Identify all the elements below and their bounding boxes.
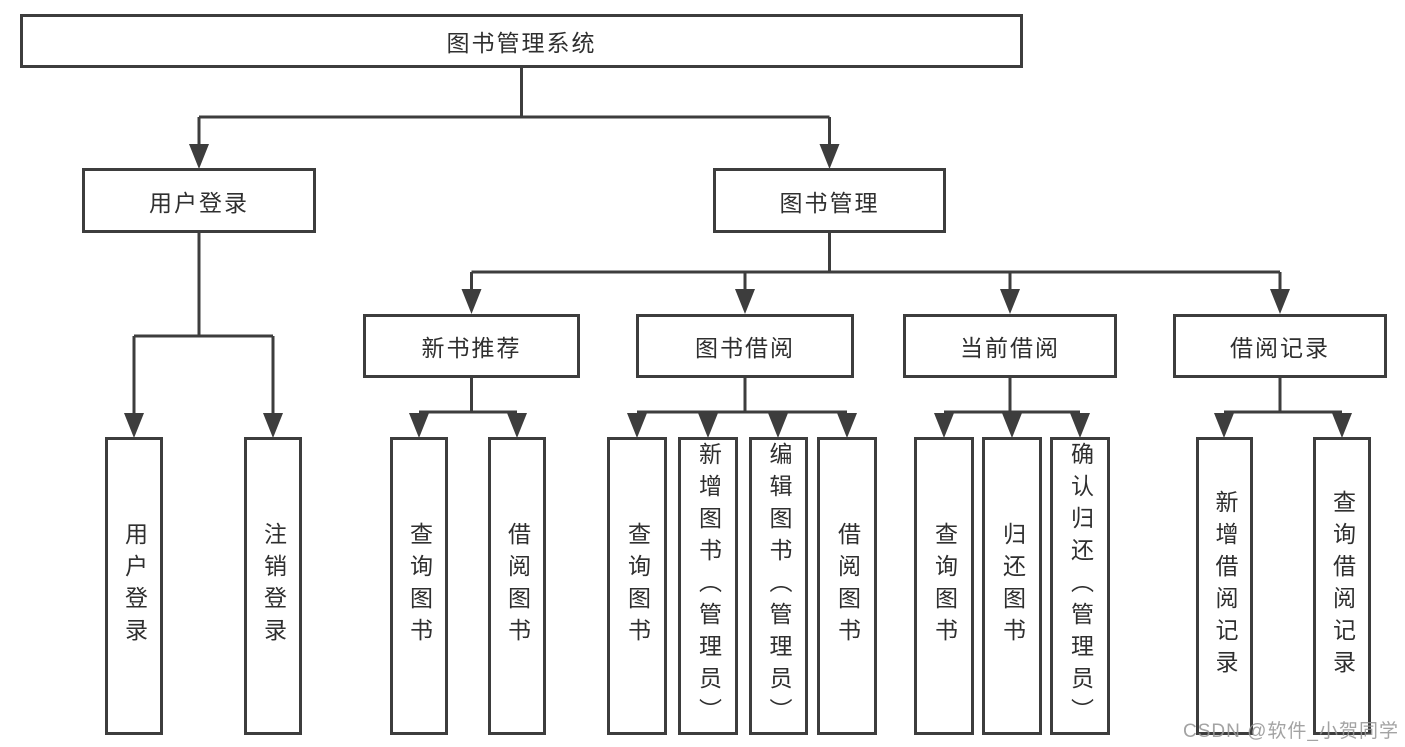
arrowhead	[1214, 413, 1234, 438]
node-logout: 注销登录	[244, 437, 302, 735]
arrowhead	[735, 289, 755, 314]
node-query-books-2: 查询图书	[607, 437, 667, 735]
arrowhead	[263, 413, 283, 438]
arrowhead	[461, 289, 482, 314]
arrowhead	[837, 413, 857, 438]
arrowhead	[768, 413, 788, 438]
arrowhead	[819, 144, 840, 169]
node-library-system: 图书管理系统	[20, 14, 1023, 68]
edge-book-management-to-level3	[470, 233, 1282, 290]
node-borrow-books-2: 借阅图书	[817, 437, 877, 735]
edge-borrowing-records-to-children	[1224, 378, 1342, 414]
node-book-borrowing: 图书借阅	[636, 314, 854, 378]
edge-book-borrowing-to-children	[637, 378, 847, 414]
edge-current-borrowing-to-children	[944, 378, 1080, 414]
node-new-book-recommend: 新书推荐	[363, 314, 580, 378]
edge-root-to-level2	[197, 68, 831, 146]
node-return-books: 归还图书	[982, 437, 1042, 735]
node-query-borrow-record: 查询借阅记录	[1313, 437, 1371, 735]
node-add-borrow-record: 新增借阅记录	[1196, 437, 1253, 735]
node-confirm-return-admin: 确认归还（管理员）	[1050, 437, 1110, 735]
arrowhead	[627, 413, 647, 438]
csdn-watermark: CSDN @软件_小贺同学	[1183, 721, 1399, 742]
node-user-login-branch: 用户登录	[82, 168, 316, 233]
arrowhead	[1002, 413, 1022, 438]
arrowhead	[1270, 289, 1290, 314]
node-add-book-admin: 新增图书（管理员）	[678, 437, 738, 735]
node-user-login: 用户登录	[105, 437, 163, 735]
node-edit-book-admin: 编辑图书（管理员）	[749, 437, 808, 735]
arrowhead	[189, 144, 209, 169]
arrowhead	[934, 413, 954, 438]
node-book-management: 图书管理	[713, 168, 946, 233]
arrowhead	[409, 413, 429, 438]
arrowhead	[124, 413, 144, 438]
arrowhead	[698, 413, 718, 438]
arrowhead	[1332, 413, 1352, 438]
arrowhead	[1070, 413, 1090, 438]
edge-new-book-to-children	[419, 378, 517, 414]
node-borrow-books-1: 借阅图书	[488, 437, 546, 735]
edge-user-login-to-children	[132, 233, 275, 414]
arrowhead	[507, 413, 527, 438]
node-query-books-3: 查询图书	[914, 437, 974, 735]
node-query-books-1: 查询图书	[390, 437, 448, 735]
arrowhead	[1000, 289, 1020, 314]
node-current-borrowing: 当前借阅	[903, 314, 1117, 378]
node-borrowing-records: 借阅记录	[1173, 314, 1387, 378]
